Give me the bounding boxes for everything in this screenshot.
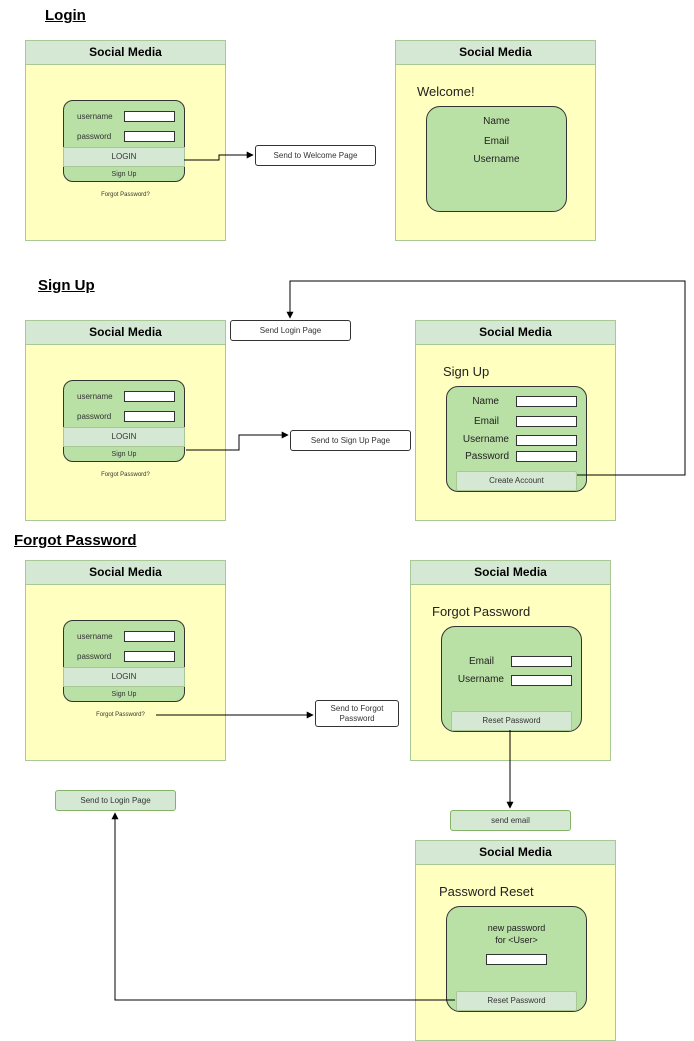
welcome-heading: Welcome!: [417, 84, 475, 99]
username-label: username: [77, 392, 113, 401]
edge-signup-to-node: [186, 431, 289, 451]
login-button[interactable]: LOGIN: [63, 667, 185, 687]
node-send-forgot-line1: Send to Forgot: [330, 704, 384, 713]
signup-email-field[interactable]: [516, 416, 577, 427]
signup-name-field[interactable]: [516, 396, 577, 407]
login-screen: Social Media username password LOGIN Sig…: [25, 40, 226, 241]
forgot-username-field[interactable]: [511, 675, 572, 686]
reset-password-submit-button[interactable]: Reset Password: [456, 991, 577, 1011]
login-panel: username password LOGIN Sign Up: [63, 100, 185, 182]
new-password-field[interactable]: [486, 954, 547, 965]
screen-header: Social Media: [396, 41, 595, 65]
screen-header: Social Media: [416, 321, 615, 345]
login-button[interactable]: LOGIN: [63, 147, 185, 167]
screen-header: Social Media: [26, 321, 225, 345]
signup-email-label: Email: [473, 416, 499, 427]
reset-password-button[interactable]: Reset Password: [451, 711, 572, 731]
username-label: username: [77, 632, 113, 641]
password-label: password: [77, 412, 112, 421]
login-screen-signup-flow: Social Media username password LOGIN Sig…: [25, 320, 226, 521]
forgot-panel: Email Username Reset Password: [441, 626, 582, 732]
signup-screen: Social Media Sign Up Name Email Username…: [415, 320, 616, 521]
node-send-forgot-line2: Password: [339, 714, 375, 723]
username-field[interactable]: [124, 631, 175, 642]
password-field[interactable]: [124, 131, 175, 142]
signup-link[interactable]: Sign Up: [111, 171, 137, 178]
password-reset-screen: Social Media Password Reset new password…: [415, 840, 616, 1041]
password-label: password: [77, 132, 112, 141]
welcome-username: Username: [473, 154, 520, 165]
signup-link[interactable]: Sign Up: [111, 691, 137, 698]
edge-reset-submit-to-login: [111, 812, 455, 1001]
login-panel: username password LOGIN Sign Up: [63, 380, 185, 462]
password-label: password: [77, 652, 112, 661]
reset-prompt-line2: for <User>: [495, 935, 538, 945]
signup-link[interactable]: Sign Up: [111, 451, 137, 458]
node-send-email: send email: [450, 810, 571, 831]
signup-username-field[interactable]: [516, 435, 577, 446]
welcome-panel: Name Email Username: [426, 106, 567, 212]
edge-create-account-to-login: [286, 280, 686, 476]
node-send-forgot-password: Send to Forgot Password: [315, 700, 399, 727]
signup-heading: Sign Up: [443, 364, 490, 379]
forgot-password-link[interactable]: Forgot Password?: [101, 472, 150, 478]
username-label: username: [77, 112, 113, 121]
forgot-password-link[interactable]: Forgot Password?: [101, 192, 150, 198]
screen-header: Social Media: [26, 561, 225, 585]
screen-header: Social Media: [26, 41, 225, 65]
password-field[interactable]: [124, 411, 175, 422]
signup-panel: Name Email Username Password Create Acco…: [446, 386, 587, 492]
signup-password-field[interactable]: [516, 451, 577, 462]
forgot-email-field[interactable]: [511, 656, 572, 667]
login-screen-forgot-flow: Social Media username password LOGIN Sig…: [25, 560, 226, 761]
section-title-login: Login: [45, 7, 86, 24]
signup-name-label: Name: [472, 396, 499, 407]
forgot-password-link[interactable]: Forgot Password?: [96, 712, 145, 718]
reset-panel: new password for <User> Reset Password: [446, 906, 587, 1012]
login-button[interactable]: LOGIN: [63, 427, 185, 447]
login-panel: username password LOGIN Sign Up: [63, 620, 185, 702]
signup-username-label: Username: [462, 434, 509, 445]
create-account-button[interactable]: Create Account: [456, 471, 577, 491]
node-send-signup-page: Send to Sign Up Page: [290, 430, 411, 451]
signup-password-label: Password: [465, 451, 509, 462]
reset-heading: Password Reset: [439, 884, 534, 899]
node-send-login-page: Send Login Page: [230, 320, 351, 341]
password-field[interactable]: [124, 651, 175, 662]
screen-header: Social Media: [416, 841, 615, 865]
node-send-to-login-page: Send to Login Page: [55, 790, 176, 811]
forgot-username-label: Username: [457, 674, 504, 685]
reset-prompt-line1: new password: [487, 923, 546, 933]
forgot-heading: Forgot Password: [432, 604, 531, 619]
section-title-forgot: Forgot Password: [14, 532, 137, 549]
forgot-password-screen: Social Media Forgot Password Email Usern…: [410, 560, 611, 761]
welcome-name: Name: [483, 116, 510, 127]
welcome-email: Email: [483, 136, 509, 147]
username-field[interactable]: [124, 111, 175, 122]
username-field[interactable]: [124, 391, 175, 402]
screen-header: Social Media: [411, 561, 610, 585]
edge-login-to-welcome: [184, 151, 254, 161]
welcome-screen: Social Media Welcome! Name Email Usernam…: [395, 40, 596, 241]
forgot-email-label: Email: [468, 656, 494, 667]
section-title-signup: Sign Up: [38, 277, 95, 294]
node-send-welcome: Send to Welcome Page: [255, 145, 376, 166]
